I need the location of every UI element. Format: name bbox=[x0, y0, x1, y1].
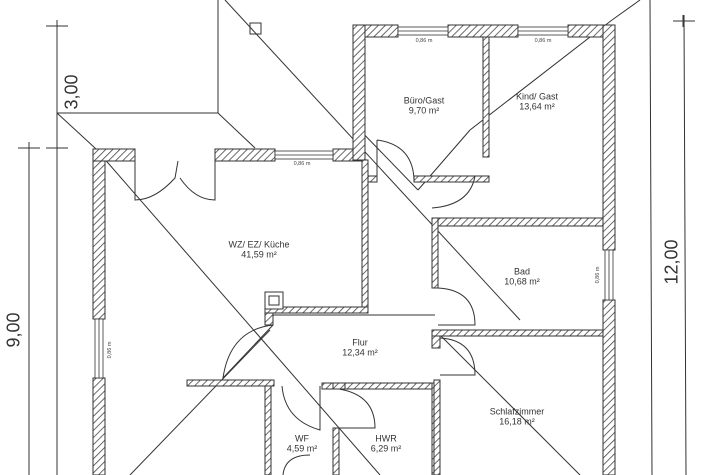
window-label-living-top: 0,86 m bbox=[293, 161, 311, 167]
dim-label-12m: 12,00 bbox=[661, 239, 682, 285]
wall-left-upper bbox=[92, 148, 106, 320]
wall-right-upper bbox=[602, 24, 616, 251]
dim-line-right-inner bbox=[649, 0, 653, 475]
room-area: 6,29 m² bbox=[370, 444, 402, 454]
door-buero bbox=[376, 139, 415, 181]
wall-living-right bbox=[361, 159, 369, 311]
room-area: 13,64 m² bbox=[519, 102, 555, 112]
room-name: WZ/ EZ/ Küche bbox=[228, 239, 290, 250]
wall-buero-bottom bbox=[413, 175, 490, 183]
room-name: Schlafzimmer bbox=[489, 406, 545, 417]
room-label-kind: Kind/ Gast 13,64 m² bbox=[516, 92, 558, 113]
wall-right-lower bbox=[602, 299, 616, 475]
door-wf bbox=[281, 385, 321, 431]
door-schlaf bbox=[439, 337, 476, 376]
wall-wf-hwr bbox=[332, 427, 340, 475]
room-area: 9,70 m² bbox=[408, 106, 440, 116]
wall-buero-left bbox=[352, 24, 366, 161]
window-label-living-left: 0,86 m bbox=[107, 341, 113, 359]
room-label-bad: Bad 10,68 m² bbox=[504, 267, 540, 288]
room-area: 41,59 m² bbox=[241, 250, 277, 260]
wall-flur-bottom-left bbox=[186, 379, 275, 387]
dim-label-3m: 3,00 bbox=[61, 74, 82, 110]
walls bbox=[92, 24, 616, 475]
room-label-buero: Büro/Gast 9,70 m² bbox=[404, 96, 445, 117]
room-name: Flur bbox=[352, 337, 368, 348]
room-name: HWR bbox=[375, 433, 397, 444]
door-bad bbox=[437, 287, 476, 326]
room-name: Büro/Gast bbox=[403, 95, 445, 106]
wall-living-top-mid bbox=[214, 148, 276, 162]
wall-bad-bottom bbox=[431, 329, 604, 337]
roof-outline-lines bbox=[56, 0, 641, 475]
door-wc bbox=[282, 454, 311, 475]
room-area: 12,34 m² bbox=[342, 348, 378, 358]
wall-schlaf-left bbox=[433, 379, 441, 475]
window-label-buero: 0,86 m bbox=[415, 38, 433, 44]
room-label-flur: Flur 12,34 m² bbox=[342, 338, 378, 359]
room-label-hwr: HWR 6,29 m² bbox=[371, 434, 402, 455]
room-area: 4,59 m² bbox=[286, 444, 318, 454]
wall-living-top-left bbox=[92, 148, 136, 162]
room-area: 10,68 m² bbox=[504, 277, 540, 287]
room-label-schlafzimmer: Schlafzimmer 16,18 m² bbox=[490, 407, 545, 428]
wall-top-mid bbox=[447, 24, 519, 38]
dim-line-right-outer bbox=[683, 14, 687, 475]
room-name: WF bbox=[294, 433, 309, 444]
wall-bad-left bbox=[431, 217, 439, 289]
door-kind bbox=[431, 175, 476, 209]
window-label-bad: 0,86 m bbox=[595, 266, 601, 284]
wall-buero-kind bbox=[482, 36, 490, 158]
dimension-lines bbox=[18, 0, 695, 475]
room-name: Kind/ Gast bbox=[515, 91, 559, 102]
wall-bad-top bbox=[431, 217, 604, 227]
room-label-wohnzimmer: WZ/ EZ/ Küche 41,59 m² bbox=[228, 240, 289, 261]
door-terrace bbox=[134, 160, 216, 201]
door-hwr bbox=[338, 388, 376, 429]
dim-label-9m: 9,00 bbox=[3, 312, 24, 348]
door-entry bbox=[222, 324, 274, 380]
windows bbox=[94, 26, 614, 379]
doors bbox=[134, 139, 476, 475]
wall-left-lower bbox=[92, 377, 106, 475]
window-label-kind: 0,86 m bbox=[534, 38, 552, 44]
wall-wf-left bbox=[264, 385, 272, 475]
room-label-wf: WF 4,59 m² bbox=[287, 434, 318, 455]
room-area: 16,18 m² bbox=[499, 417, 535, 427]
room-name: Bad bbox=[513, 266, 530, 277]
wall-living-bottom bbox=[264, 306, 369, 314]
